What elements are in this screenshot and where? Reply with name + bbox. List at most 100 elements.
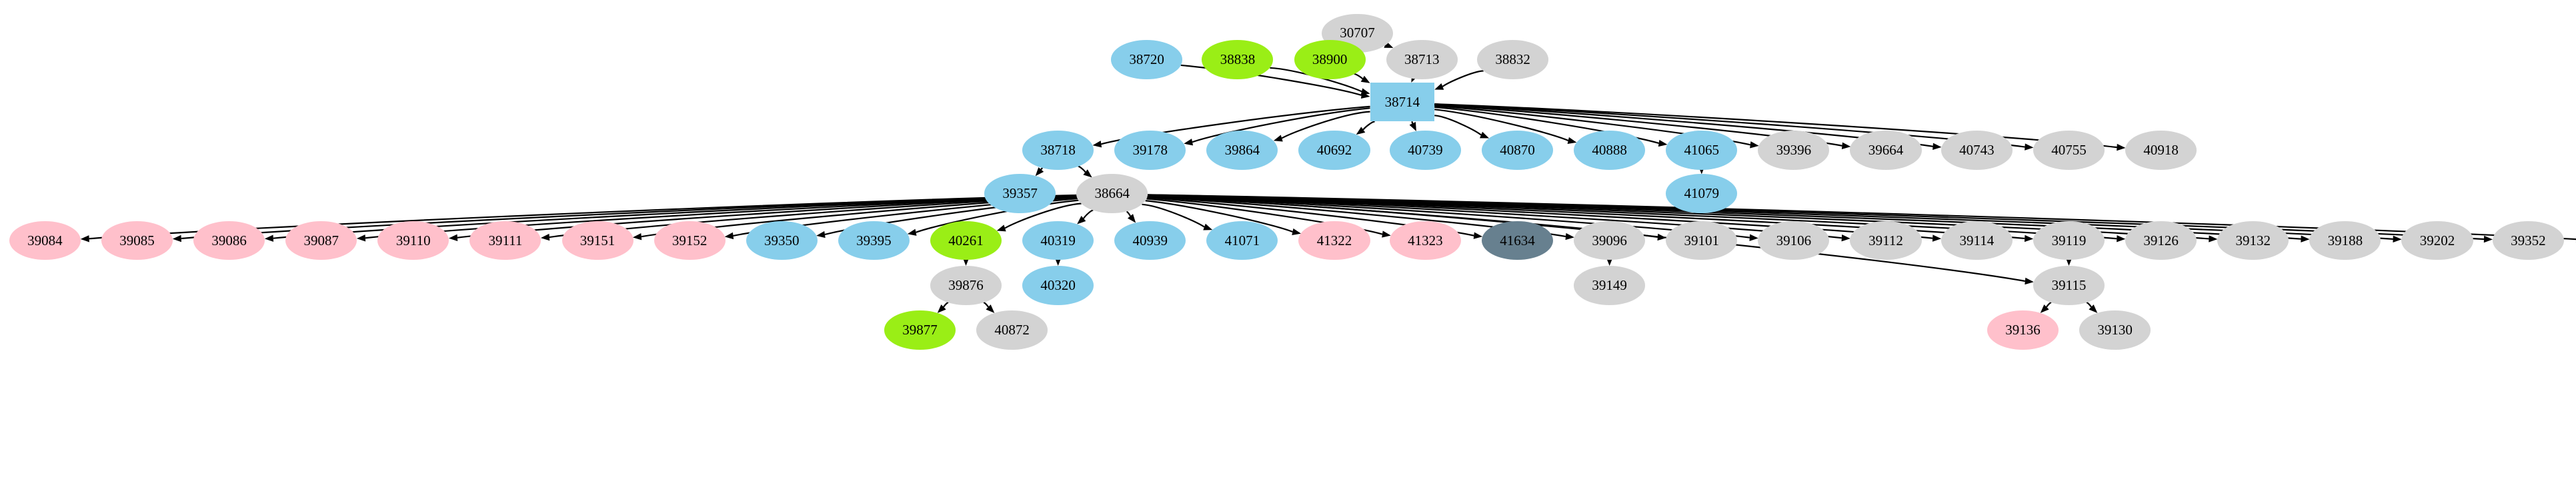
graph-edge-arrowhead: [996, 225, 1006, 232]
graph-node-39202[interactable]: 39202: [2401, 221, 2473, 260]
graph-edge-arrowhead: [2025, 143, 2034, 151]
graph-node-41634[interactable]: 41634: [1482, 221, 1554, 260]
graph-edge-38664-to-40261: [1004, 203, 1082, 229]
graph-node-40739[interactable]: 40739: [1389, 131, 1461, 170]
graph-node-label: 39202: [2419, 232, 2455, 248]
graph-edge-arrowhead: [1841, 142, 1851, 149]
graph-edge-arrowhead: [2117, 235, 2126, 243]
graph-node-39126[interactable]: 39126: [2125, 221, 2197, 260]
graph-node-38718[interactable]: 38718: [1022, 131, 1094, 170]
graph-node-39877[interactable]: 39877: [884, 310, 956, 350]
graph-node-39087[interactable]: 39087: [285, 221, 357, 260]
graph-node-40939[interactable]: 40939: [1114, 221, 1186, 260]
graph-node-40918[interactable]: 40918: [2125, 131, 2197, 170]
graph-edge-arrowhead: [1841, 234, 1850, 242]
graph-node-label: 40739: [1408, 141, 1443, 158]
graph-node-40319[interactable]: 40319: [1022, 221, 1094, 260]
graph-node-39149[interactable]: 39149: [1574, 266, 1646, 305]
graph-node-40261[interactable]: 40261: [930, 221, 1002, 260]
graph-node-39864[interactable]: 39864: [1206, 131, 1278, 170]
graph-node-39664[interactable]: 39664: [1850, 131, 1922, 170]
graph-node-label: 38720: [1129, 51, 1164, 67]
graph-node-38714[interactable]: 38714: [1370, 82, 1435, 122]
graph-node-39085[interactable]: 39085: [101, 221, 173, 260]
graph-node-39115[interactable]: 39115: [2033, 266, 2105, 305]
graph-edge-arrowhead: [356, 235, 366, 242]
graph-node-39396[interactable]: 39396: [1758, 131, 1830, 170]
graph-node-40870[interactable]: 40870: [1482, 131, 1554, 170]
graph-node-41071[interactable]: 41071: [1206, 221, 1278, 260]
graph-node-label: 39357: [1002, 185, 1038, 202]
graph-node-39132[interactable]: 39132: [2217, 221, 2289, 260]
graph-edge-39876-to-39877: [943, 301, 949, 308]
graph-node-38832[interactable]: 38832: [1477, 40, 1549, 79]
graph-node-39084[interactable]: 39084: [9, 221, 81, 260]
graph-node-label: 39084: [27, 232, 63, 248]
graph-node-38713[interactable]: 38713: [1386, 40, 1458, 79]
graph-node-label: 39350: [764, 232, 800, 248]
graph-node-38720[interactable]: 38720: [1111, 40, 1183, 79]
graph-node-label: 39112: [1868, 232, 1903, 248]
graph-node-39350[interactable]: 39350: [746, 221, 818, 260]
graph-node-39130[interactable]: 39130: [2079, 310, 2151, 350]
graph-node-40888[interactable]: 40888: [1574, 131, 1646, 170]
graph-node-label: 40870: [1500, 141, 1535, 158]
graph-node-39096[interactable]: 39096: [1574, 221, 1646, 260]
graph-node-label: 39152: [672, 232, 708, 248]
graph-node-39110[interactable]: 39110: [377, 221, 449, 260]
graph-edge-arrowhead: [1127, 214, 1136, 223]
graph-edge-38664-to-39395: [916, 199, 1079, 233]
graph-edge-arrowhead: [1382, 231, 1391, 238]
graph-node-label: 40888: [1592, 141, 1627, 158]
graph-node-40755[interactable]: 40755: [2033, 131, 2105, 170]
graph-edge-arrowhead: [816, 231, 826, 239]
graph-node-39876[interactable]: 39876: [930, 266, 1002, 305]
graph-edge-arrowhead: [1409, 122, 1416, 132]
graph-node-38900[interactable]: 38900: [1294, 40, 1366, 79]
graph-edge-arrowhead: [2024, 235, 2034, 243]
graph-node-40320[interactable]: 40320: [1022, 266, 1094, 305]
graph-node-39101[interactable]: 39101: [1666, 221, 1738, 260]
graph-node-39188[interactable]: 39188: [2309, 221, 2381, 260]
graph-node-39106[interactable]: 39106: [1758, 221, 1830, 260]
graph-node-39136[interactable]: 39136: [1987, 310, 2059, 350]
graph-edge-39876-to-40872: [983, 301, 989, 308]
graph-node-41322[interactable]: 41322: [1298, 221, 1370, 260]
graph-node-label: 41079: [1684, 185, 1720, 202]
graph-node-label: 38900: [1312, 51, 1348, 67]
graph-node-label: 40872: [994, 321, 1030, 338]
graph-edge-arrowhead: [907, 229, 917, 236]
graph-node-39352[interactable]: 39352: [2492, 221, 2564, 260]
graph-edge-arrowhead: [2089, 304, 2098, 313]
graph-node-39152[interactable]: 39152: [654, 221, 726, 260]
graph-edge-arrowhead: [1077, 215, 1086, 225]
graph-node-39119[interactable]: 39119: [2033, 221, 2105, 260]
graph-node-label: 40261: [948, 232, 984, 248]
graph-node-label: 39395: [856, 232, 892, 248]
graph-node-label: 38832: [1495, 51, 1530, 67]
graph-node-39151[interactable]: 39151: [561, 221, 633, 260]
graph-edge-arrowhead: [2040, 304, 2049, 313]
graph-node-39178[interactable]: 39178: [1114, 131, 1186, 170]
graph-node-39112[interactable]: 39112: [1850, 221, 1922, 260]
graph-node-38664[interactable]: 38664: [1076, 174, 1148, 213]
graph-node-38838[interactable]: 38838: [1202, 40, 1274, 79]
graph-node-label: 39130: [2097, 321, 2133, 338]
graph-node-39086[interactable]: 39086: [193, 221, 265, 260]
graph-node-39357[interactable]: 39357: [984, 174, 1056, 213]
graph-node-39114[interactable]: 39114: [1941, 221, 2013, 260]
graph-node-41323[interactable]: 41323: [1389, 221, 1461, 260]
graph-node-41065[interactable]: 41065: [1666, 131, 1738, 170]
graph-edge-arrowhead: [1749, 234, 1758, 241]
graph-node-40872[interactable]: 40872: [976, 310, 1048, 350]
graph-node-39395[interactable]: 39395: [838, 221, 910, 260]
graph-edge-38664-to-40939: [1126, 211, 1131, 217]
graph-node-41079[interactable]: 41079: [1666, 174, 1738, 213]
graph-node-39111[interactable]: 39111: [469, 221, 541, 260]
graph-node-label: 39136: [2005, 321, 2041, 338]
graph-edge-38664-to-41071: [1142, 203, 1205, 228]
graph-edge-arrowhead: [1360, 88, 1370, 95]
graph-node-40692[interactable]: 40692: [1298, 131, 1370, 170]
graph-node-40743[interactable]: 40743: [1941, 131, 2013, 170]
